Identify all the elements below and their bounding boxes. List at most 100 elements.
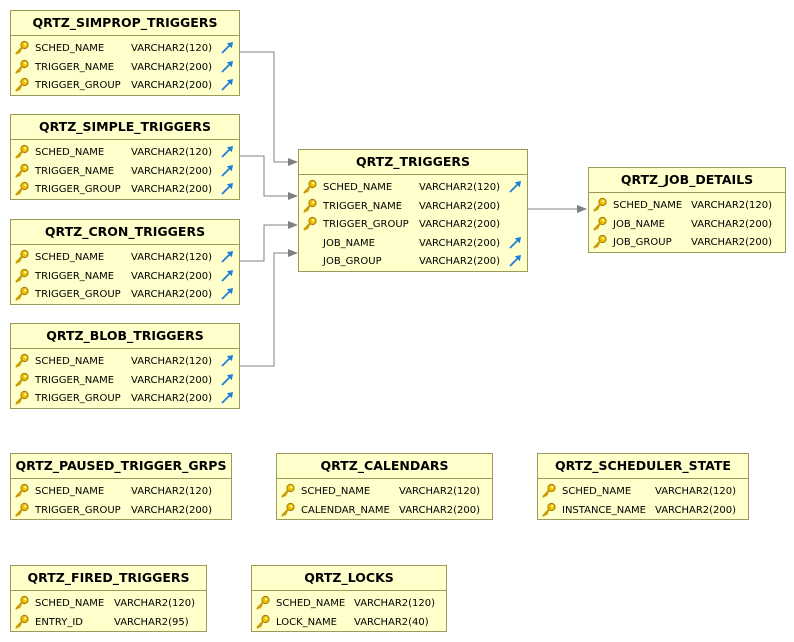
column-name: TRIGGER_GROUP bbox=[35, 393, 121, 404]
column-type: VARCHAR2(200) bbox=[131, 289, 213, 300]
relationship-line-blob-to-triggers bbox=[240, 249, 298, 367]
column-type: VARCHAR2(200) bbox=[655, 504, 737, 516]
foreign-key-arrow-icon bbox=[221, 145, 234, 158]
table-title: QRTZ_TRIGGERS bbox=[299, 150, 527, 175]
table-title: QRTZ_CALENDARS bbox=[277, 454, 492, 479]
key-icon bbox=[255, 595, 271, 611]
column-name: TRIGGER_GROUP bbox=[323, 219, 409, 230]
column-row[interactable]: SCHED_NAME VARCHAR2(120) bbox=[538, 482, 748, 501]
column-name: SCHED_NAME bbox=[276, 598, 346, 609]
column-type: VARCHAR2(200) bbox=[131, 165, 213, 177]
column-row[interactable]: TRIGGER_NAME VARCHAR2(200) bbox=[299, 197, 527, 216]
key-icon bbox=[14, 268, 30, 284]
column-name: TRIGGER_NAME bbox=[323, 200, 403, 212]
column-row[interactable]: LOCK_NAME VARCHAR2(40) bbox=[252, 613, 446, 632]
key-icon bbox=[302, 179, 318, 195]
column-name: SCHED_NAME bbox=[301, 486, 371, 497]
table-title: QRTZ_FIRED_TRIGGERS bbox=[11, 566, 206, 591]
column-list: SCHED_NAME VARCHAR2(120) LOCK_NAME VARCHAR2… bbox=[252, 591, 446, 631]
column-type: VARCHAR2(120) bbox=[131, 43, 213, 54]
relationship-line-simprop-to-triggers bbox=[240, 51, 298, 166]
key-icon bbox=[14, 286, 30, 302]
column-type: VARCHAR2(200) bbox=[131, 374, 213, 386]
foreign-key-arrow-icon bbox=[221, 250, 234, 263]
key-icon bbox=[14, 595, 30, 611]
column-name: LOCK_NAME bbox=[276, 616, 337, 628]
column-type: VARCHAR2(200) bbox=[131, 80, 213, 91]
column-row[interactable]: SCHED_NAME VARCHAR2(120) bbox=[11, 39, 239, 58]
column-type: VARCHAR2(200) bbox=[399, 504, 481, 516]
key-icon bbox=[14, 372, 30, 388]
column-name: SCHED_NAME bbox=[35, 486, 105, 497]
table-qrtz-scheduler-state[interactable]: QRTZ_SCHEDULER_STATE SCHED_NAME VARCHAR2(1… bbox=[537, 453, 749, 520]
column-type: VARCHAR2(120) bbox=[354, 598, 436, 609]
column-type: VARCHAR2(40) bbox=[354, 616, 429, 628]
column-name: SCHED_NAME bbox=[323, 182, 393, 193]
key-icon bbox=[14, 59, 30, 75]
column-type: VARCHAR2(120) bbox=[131, 486, 213, 497]
relationship-line-cron-to-triggers bbox=[240, 221, 298, 262]
table-title: QRTZ_PAUSED_TRIGGER_GRPS bbox=[11, 454, 231, 479]
column-type: VARCHAR2(120) bbox=[131, 147, 213, 158]
key-icon bbox=[14, 353, 30, 369]
column-name: TRIGGER_NAME bbox=[35, 270, 115, 282]
table-title: QRTZ_BLOB_TRIGGERS bbox=[11, 324, 239, 349]
key-icon bbox=[592, 216, 608, 232]
key-icon bbox=[14, 249, 30, 265]
column-type: VARCHAR2(120) bbox=[399, 486, 481, 497]
column-type: VARCHAR2(120) bbox=[655, 486, 737, 497]
table-qrtz-calendars[interactable]: QRTZ_CALENDARS SCHED_NAME VARCHAR2(120) CAL… bbox=[276, 453, 493, 520]
column-row[interactable]: SCHED_NAME VARCHAR2(120) bbox=[11, 482, 231, 501]
column-name: SCHED_NAME bbox=[613, 200, 683, 211]
column-row[interactable]: SCHED_NAME VARCHAR2(120) bbox=[252, 594, 446, 613]
column-name: SCHED_NAME bbox=[35, 43, 105, 54]
column-type: VARCHAR2(120) bbox=[131, 252, 213, 263]
column-type: VARCHAR2(200) bbox=[419, 200, 501, 212]
table-qrtz-paused-trigger-grps[interactable]: QRTZ_PAUSED_TRIGGER_GRPS SCHED_NAME VARCHA… bbox=[10, 453, 232, 520]
table-title: QRTZ_SCHEDULER_STATE bbox=[538, 454, 748, 479]
column-type: VARCHAR2(95) bbox=[114, 616, 189, 628]
column-row[interactable]: SCHED_NAME VARCHAR2(120) bbox=[277, 482, 492, 501]
column-name: TRIGGER_NAME bbox=[35, 61, 115, 73]
column-name: SCHED_NAME bbox=[562, 486, 632, 497]
key-icon bbox=[280, 483, 296, 499]
key-icon bbox=[14, 181, 30, 197]
